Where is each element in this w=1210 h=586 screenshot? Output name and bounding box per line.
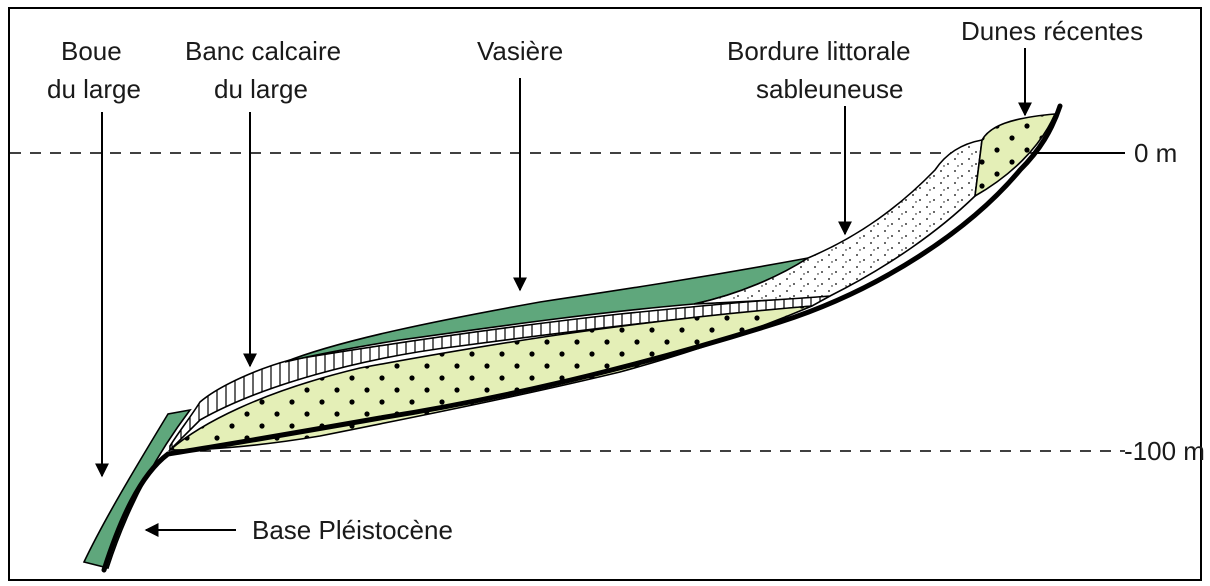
label-vasiere: Vasière bbox=[477, 36, 563, 66]
label-bordure-line2: sableuneuse bbox=[756, 74, 903, 104]
label-banc-line1: Banc calcaire bbox=[185, 36, 341, 66]
label-banc-line2: du large bbox=[214, 74, 308, 104]
label-level-100: -100 m bbox=[1124, 436, 1205, 466]
label-level-0: 0 m bbox=[1134, 138, 1177, 168]
label-dunes: Dunes récentes bbox=[961, 16, 1143, 46]
label-boue-line1: Boue bbox=[61, 36, 122, 66]
dunes-recentes-layer bbox=[975, 114, 1055, 196]
label-bordure-line1: Bordure littorale bbox=[727, 36, 911, 66]
label-base: Base Pléistocène bbox=[252, 515, 453, 545]
label-boue-line2: du large bbox=[47, 74, 141, 104]
